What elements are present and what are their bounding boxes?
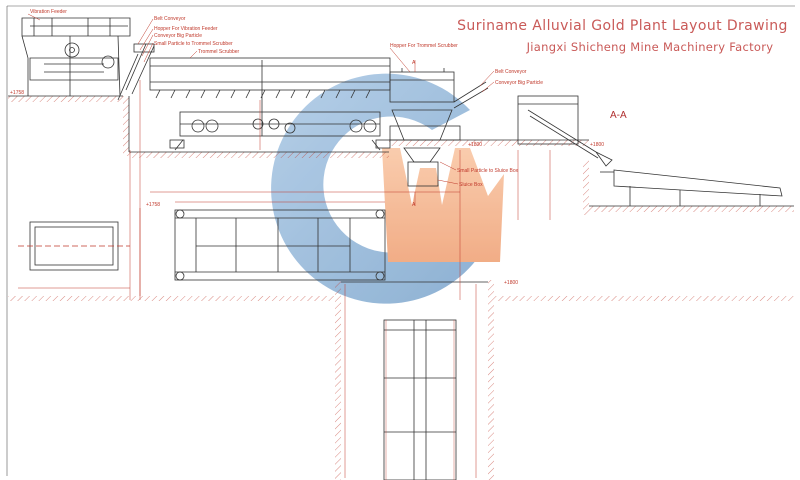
drawing-subtitle: Jiangxi Shicheng Mine Machinery Factory: [526, 40, 774, 54]
leader-lines: [27, 13, 495, 185]
section-a-a: [517, 95, 783, 206]
hopper-and-conveyor-2: [389, 68, 489, 187]
sluice-box-plan: [383, 319, 457, 480]
trommel-scrubber: [149, 57, 391, 151]
plan-view-trommel: [139, 208, 386, 296]
frame-lines: [6, 5, 795, 476]
watermark-logo: [271, 73, 504, 304]
dimension-lines: [18, 60, 551, 478]
drawing-title: Suriname Alluvial Gold Plant Layout Draw…: [457, 18, 788, 34]
vibration-feeder: [21, 17, 131, 97]
plan-view-feeder: [18, 221, 130, 271]
ground-profile: [8, 95, 794, 480]
